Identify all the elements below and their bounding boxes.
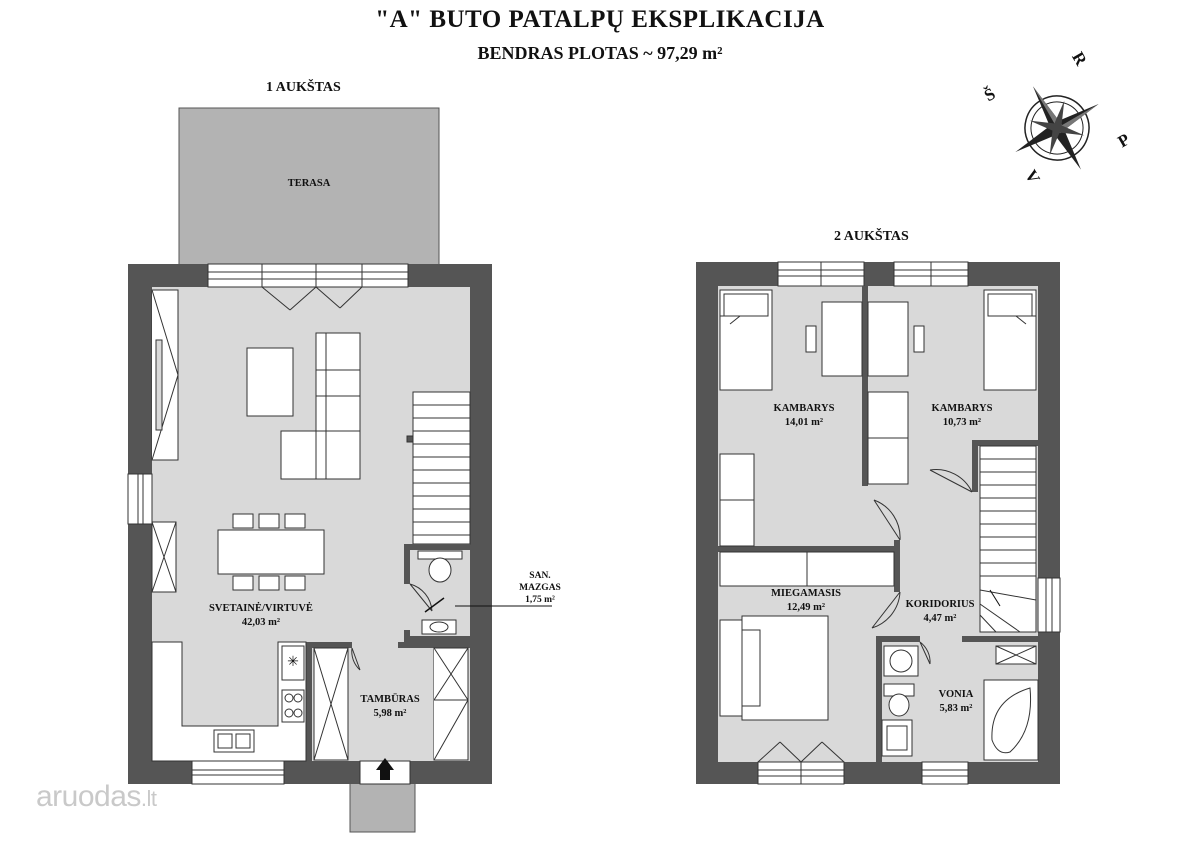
room1-area: 14,01 m²: [784, 417, 824, 428]
floor2-stairs: [979, 445, 1037, 633]
floor1-bathroom-fixtures: [417, 550, 463, 635]
bathroom-area: 5,83 m²: [939, 703, 973, 714]
floor2-bottom-windows: [757, 761, 969, 785]
kitchen-counter: [151, 641, 307, 762]
living-room-area: 42,03 m²: [241, 617, 281, 628]
sofa: [280, 332, 361, 480]
floor2-bathroom-fixtures: [881, 645, 1039, 761]
floor2-wardrobes: [719, 391, 909, 587]
watermark-brand: aruodas: [36, 780, 141, 813]
page-title: "A" BUTO PATALPŲ EKSPLIKACIJA: [375, 6, 825, 33]
terrace-area: [178, 107, 440, 267]
entrance-step: [349, 781, 416, 833]
floor1-title: 1 AUKŠTAS: [266, 80, 341, 95]
bedroom-name: MIEGAMASIS: [770, 588, 841, 599]
total-area-subtitle: BENDRAS PLOTAS ~ 97,29 m²: [477, 43, 723, 63]
terrace-door-swing: [261, 286, 363, 311]
floor1-wall-cabinet: [151, 289, 179, 461]
bedroom-area: 12,49 m²: [786, 602, 826, 613]
living-room-label: SVETAINĖ/VIRTUVĖ 42,03 m²: [196, 602, 326, 630]
san-mazgas-label: SAN. MAZGAS 1,75 m²: [510, 570, 570, 606]
floor1-bottom-window: [191, 760, 285, 785]
floor2-desks: [805, 301, 925, 377]
vestibule-wardrobes: [313, 647, 469, 761]
floor2-interior-walls: [718, 286, 1038, 762]
vestibule-label: TAMBŪRAS 5,98 m²: [350, 693, 430, 721]
corridor-name: KORIDORIUS: [905, 599, 975, 610]
watermark-logo: aruodas.lt: [36, 780, 157, 814]
living-room-name: SVETAINĖ/VIRTUVĖ: [209, 603, 313, 614]
floor1-left-windows: [127, 473, 153, 525]
san-mazgas-line1: SAN.: [529, 571, 551, 581]
floor2-door-swings: [871, 469, 973, 665]
dining-table: [217, 513, 325, 591]
entrance-arrow-icon: [376, 758, 394, 780]
floor2-title: 2 AUKŠTAS: [834, 229, 909, 244]
san-mazgas-line2: MAZGAS: [519, 583, 561, 593]
floor1-tv-cabinet: [151, 521, 177, 593]
watermark-tld: .lt: [140, 786, 157, 811]
compass-rose-icon: [1015, 86, 1099, 170]
bathroom-name: VONIA: [938, 689, 974, 700]
vestibule-area: 5,98 m²: [373, 708, 407, 719]
room2-area: 10,73 m²: [942, 417, 982, 428]
corridor-area: 4,47 m²: [923, 613, 957, 624]
room1-name: KAMBARYS: [773, 403, 835, 414]
san-mazgas-area: 1,75 m²: [525, 595, 555, 605]
floor1-stairs: [406, 391, 471, 545]
floor2-single-beds: [719, 289, 1037, 391]
floor1-top-windows: [207, 263, 409, 288]
corridor-label: KORIDORIUS 4,47 m²: [892, 598, 988, 626]
floor1-bathroom-walls: [404, 544, 470, 642]
terrace-label: TERASA: [287, 178, 331, 189]
coffee-table: [246, 347, 294, 417]
fan-icon: ✳: [287, 655, 299, 670]
room2-name: KAMBARYS: [931, 403, 993, 414]
bathroom-label: VONIA 5,83 m²: [918, 688, 994, 716]
floor2-right-window: [1037, 577, 1061, 633]
vestibule-walls: [306, 642, 470, 761]
vestibule-name: TAMBŪRAS: [360, 694, 420, 705]
floor2-top-windows: [777, 261, 969, 287]
bedroom-label: MIEGAMASIS 12,49 m²: [756, 587, 856, 615]
room2-label: KAMBARYS 10,73 m²: [922, 402, 1002, 430]
room1-label: KAMBARYS 14,01 m²: [764, 402, 844, 430]
floor2-double-bed: [719, 615, 829, 721]
